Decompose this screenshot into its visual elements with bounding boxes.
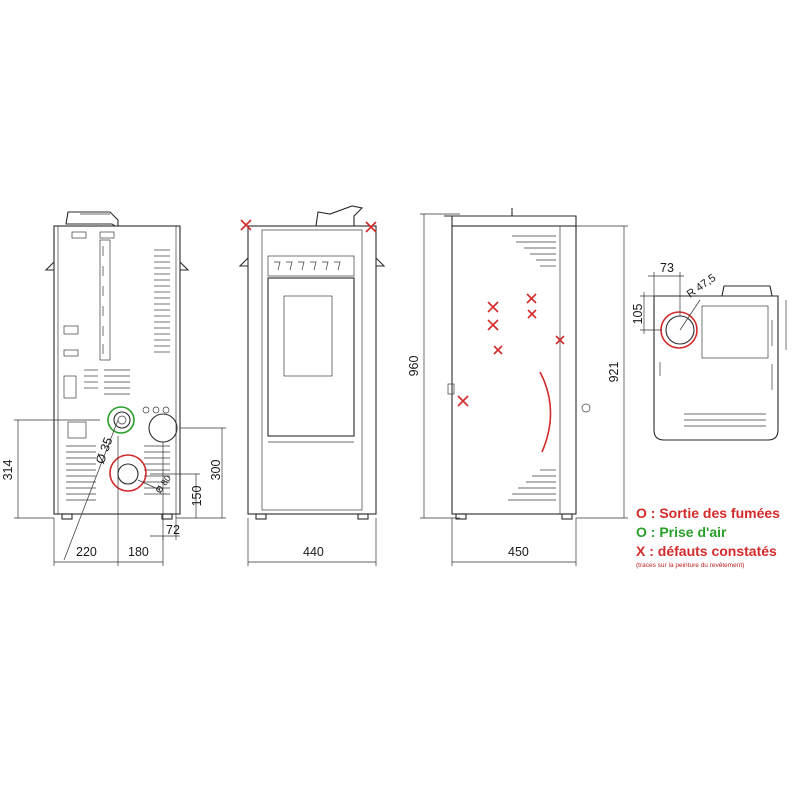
side-scratch <box>539 371 552 453</box>
top-view <box>653 285 787 441</box>
dim-440: 440 <box>303 545 324 559</box>
legend: O : Sortie des fumées O : Prise d'air X … <box>636 504 800 569</box>
top-body <box>653 295 779 441</box>
dim-220: 220 <box>76 545 97 559</box>
back-handle <box>65 211 119 230</box>
smoke-outlet-marker <box>109 454 147 492</box>
front-grille <box>267 255 355 277</box>
front-handle <box>315 205 364 227</box>
dim-73: 73 <box>660 261 674 275</box>
dim-150: 150 <box>190 486 204 507</box>
dim-300: 300 <box>209 460 223 481</box>
dim-72: 72 <box>166 523 180 537</box>
side-view <box>444 208 591 520</box>
front-dimensions: 440 <box>247 518 377 566</box>
dim-450: 450 <box>508 545 529 559</box>
legend-air: O : Prise d'air <box>636 524 727 540</box>
back-view <box>44 211 190 520</box>
dim-960: 960 <box>407 356 421 377</box>
front-body <box>247 225 377 515</box>
front-door <box>267 277 355 437</box>
dim-180: 180 <box>128 545 149 559</box>
front-window <box>283 295 333 377</box>
side-defects <box>457 293 565 407</box>
side-dimensions: 960 921 450 <box>407 213 628 566</box>
back-louvers-lower <box>66 445 170 501</box>
front-defects <box>240 219 377 233</box>
dim-314: 314 <box>1 460 15 481</box>
air-intake-marker <box>107 406 135 434</box>
top-handle <box>721 285 773 297</box>
front-view <box>238 205 386 520</box>
side-body <box>451 225 577 515</box>
back-louvers-upper <box>154 249 170 353</box>
dim-921: 921 <box>607 362 621 383</box>
side-louvers <box>508 235 556 501</box>
legend-defects: X : défauts constatés <box>636 543 777 559</box>
legend-note: (traces sur la peinture du revêtement) <box>636 562 745 569</box>
legend-smoke: O : Sortie des fumées <box>636 505 780 521</box>
dim-105: 105 <box>631 304 645 325</box>
